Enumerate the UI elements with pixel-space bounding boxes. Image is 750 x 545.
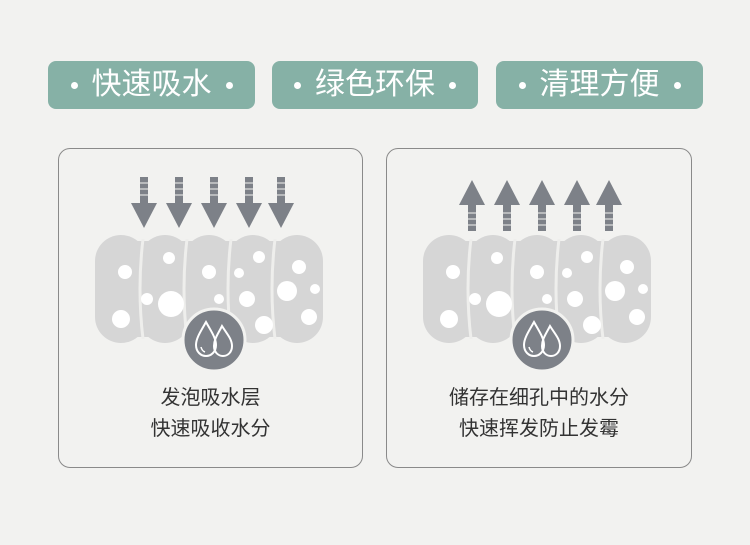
caption-line2: 快速挥发防止发霉 xyxy=(459,416,619,440)
feature-label: 清理方便 xyxy=(539,67,660,102)
caption-line1: 发泡吸水层 xyxy=(160,385,261,409)
feature-pill-eco: 绿色环保 xyxy=(272,61,478,109)
water-drops-icon xyxy=(181,307,247,373)
bullet-dot xyxy=(673,81,681,89)
feature-pill-fast-absorb: 快速吸水 xyxy=(48,61,255,109)
absorb-panel: 发泡吸水层 快速吸收水分 xyxy=(58,148,363,468)
arrows-up-icon xyxy=(459,180,622,231)
bullet-dot xyxy=(70,81,78,89)
water-drops-icon xyxy=(509,307,575,373)
bullet-dot xyxy=(449,81,456,89)
caption-line2: 快速吸收水分 xyxy=(150,416,271,440)
bullet-dot xyxy=(518,81,526,89)
feature-pill-easy-clean: 清理方便 xyxy=(496,61,703,109)
caption-line1: 储存在细孔中的水分 xyxy=(449,385,629,409)
foam-pores xyxy=(440,251,648,334)
foam-pores xyxy=(112,251,320,334)
feature-label: 绿色环保 xyxy=(315,67,435,102)
foam-illustration xyxy=(423,180,651,373)
evaporate-panel: 储存在细孔中的水分 快速挥发防止发霉 xyxy=(386,148,692,468)
arrows-down-icon xyxy=(131,177,294,228)
bullet-dot xyxy=(294,81,301,89)
bullet-dot xyxy=(225,81,233,89)
foam-illustration xyxy=(95,177,323,373)
feature-label: 快速吸水 xyxy=(91,67,212,102)
